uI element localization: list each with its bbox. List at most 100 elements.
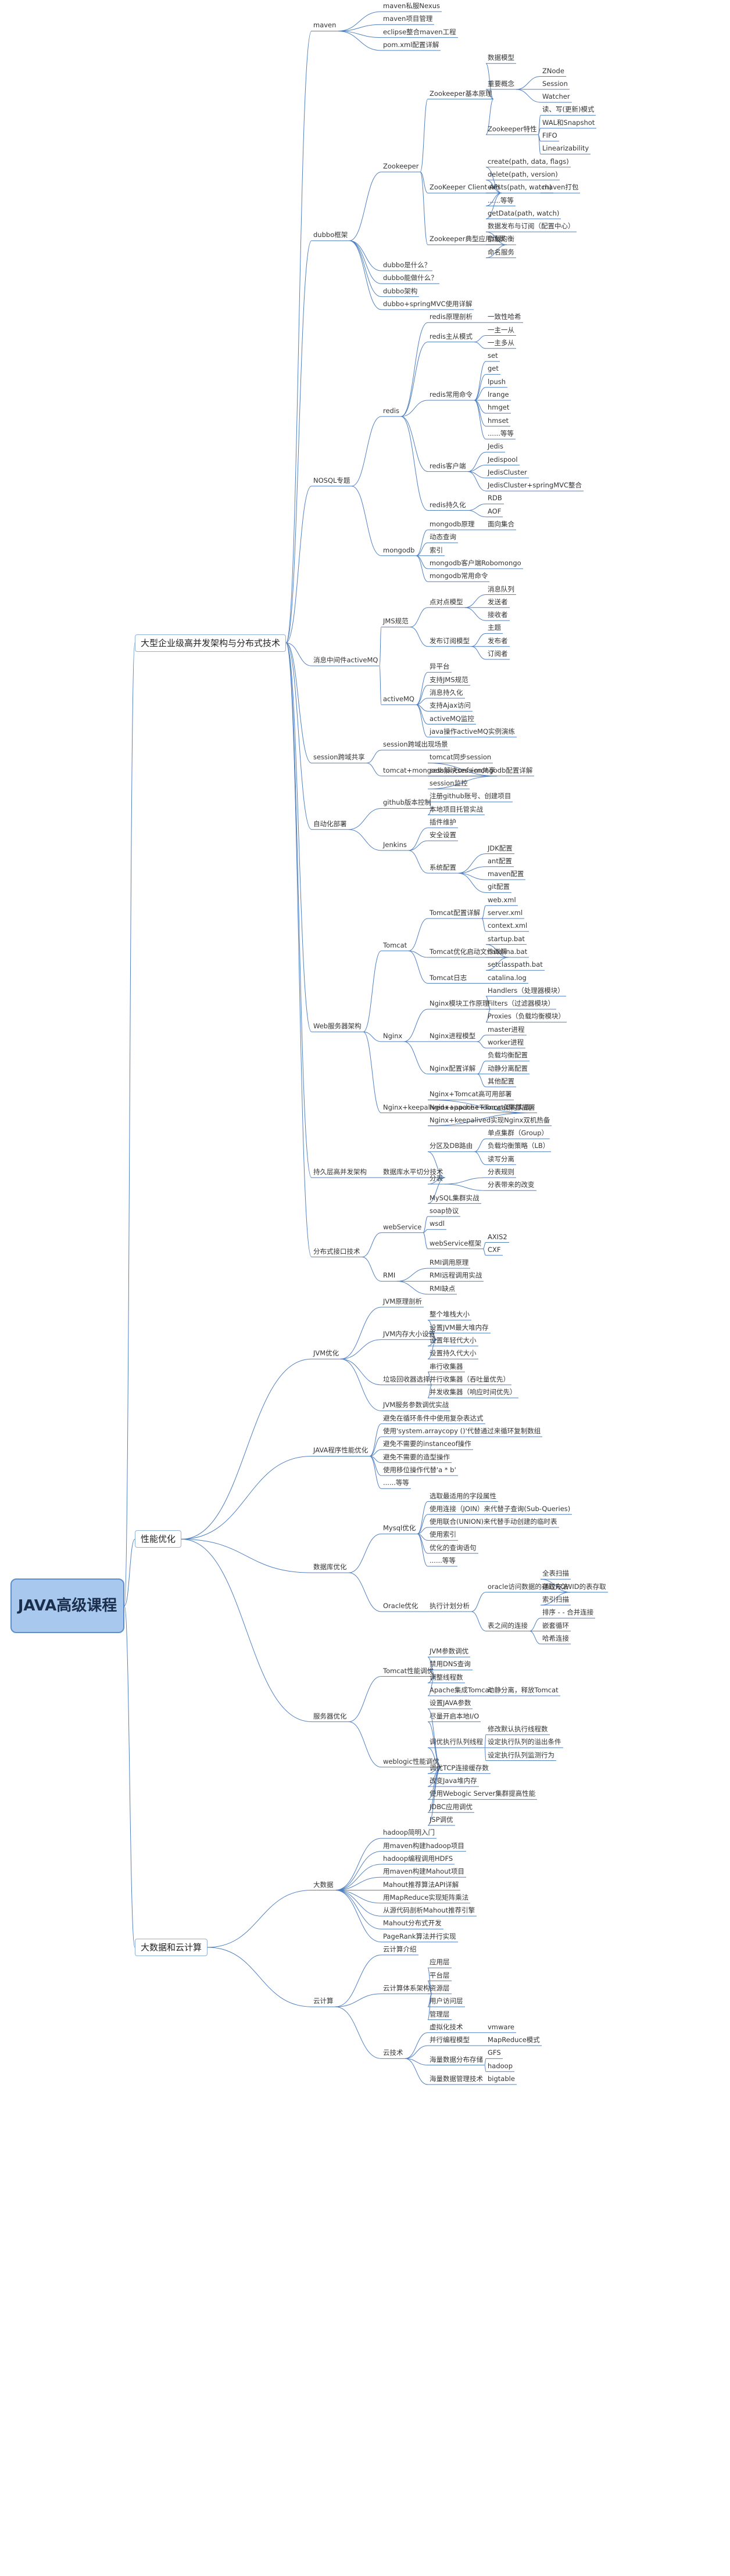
topic-node-32[interactable]: dubbo架构 xyxy=(383,286,418,295)
topic-node-102[interactable]: web.xml xyxy=(488,895,516,904)
topic-node-195[interactable]: 尽量开启本地I/O xyxy=(430,1712,479,1720)
topic-node-177[interactable]: 执行计划分析 xyxy=(430,1602,470,1610)
topic-node-143[interactable]: CXF xyxy=(488,1245,501,1254)
topic-node-19[interactable]: ZooKeeper Client API xyxy=(430,183,500,192)
topic-node-90[interactable]: 本地项目托管实战 xyxy=(430,805,483,813)
topic-node-54[interactable]: redis持久化 xyxy=(430,500,466,509)
topic-node-215[interactable]: PageRank算法并行实现 xyxy=(383,1932,456,1940)
topic-node-108[interactable]: setclasspath.bat xyxy=(488,960,543,969)
topic-node-133[interactable]: 分表 xyxy=(430,1174,443,1183)
topic-node-228[interactable]: MapReduce模式 xyxy=(488,2036,540,2044)
topic-node-183[interactable]: 排序 - - 合并连接 xyxy=(542,1608,594,1617)
topic-node-78[interactable]: 支持Ajax访问 xyxy=(430,701,471,710)
topic-node-7[interactable]: Zookeeper xyxy=(383,162,419,170)
topic-node-67[interactable]: 消息队列 xyxy=(488,584,514,593)
topic-node-185[interactable]: 哈希连接 xyxy=(542,1634,569,1642)
topic-node-147[interactable]: RMI缺点 xyxy=(430,1284,456,1293)
topic-node-15[interactable]: 读、写(更新)模式 xyxy=(542,105,595,114)
topic-node-193[interactable]: weblogic性能调优 xyxy=(383,1757,439,1766)
topic-node-30[interactable]: dubbo是什么？ xyxy=(383,261,431,269)
topic-node-23[interactable]: maven打包 xyxy=(542,183,579,192)
topic-node-138[interactable]: webService xyxy=(383,1222,422,1231)
topic-node-172[interactable]: 使用联合(UNION)来代替手动创建的临时表 xyxy=(430,1517,557,1526)
topic-node-176[interactable]: Oracle优化 xyxy=(383,1602,418,1610)
topic-node-124[interactable]: Nginx+Tomcat高可用部署 xyxy=(430,1090,512,1099)
topic-node-92[interactable]: 插件维护 xyxy=(430,817,456,826)
topic-node-35[interactable]: redis xyxy=(383,406,400,415)
topic-node-171[interactable]: 使用连接（JOIN）来代替子查询(Sub-Queries) xyxy=(430,1504,571,1513)
topic-node-157[interactable]: 串行收集器 xyxy=(430,1362,463,1370)
topic-node-118[interactable]: worker进程 xyxy=(488,1038,524,1046)
topic-node-154[interactable]: 设置年轻代大小 xyxy=(430,1336,477,1344)
topic-node-27[interactable]: 数据发布与订阅（配置中心） xyxy=(488,222,575,231)
topic-node-196[interactable]: 调优执行队列线程 xyxy=(430,1738,483,1746)
topic-node-47[interactable]: hmset xyxy=(488,416,509,425)
topic-node-79[interactable]: activeMQ监控 xyxy=(430,714,474,723)
topic-node-62[interactable]: mongodb客户端Robomongo xyxy=(430,558,521,567)
topic-node-137[interactable]: 分布式接口技术 xyxy=(313,1247,360,1255)
topic-node-141[interactable]: webService框架 xyxy=(430,1239,482,1247)
topic-node-188[interactable]: JVM参数调优 xyxy=(430,1647,469,1656)
topic-node-226[interactable]: vmware xyxy=(488,2022,515,2031)
topic-node-190[interactable]: 调整线程数 xyxy=(430,1673,463,1681)
topic-node-1[interactable]: maven xyxy=(313,21,337,30)
topic-node-166[interactable]: 使用移位操作代替'a * b' xyxy=(383,1465,456,1474)
topic-node-151[interactable]: JVM内存大小设置 xyxy=(383,1329,436,1338)
topic-node-182[interactable]: 表之间的连接 xyxy=(488,1621,528,1630)
topic-node-98[interactable]: git配置 xyxy=(488,882,510,891)
topic-node-132[interactable]: 读写分离 xyxy=(488,1154,514,1163)
topic-node-117[interactable]: master进程 xyxy=(488,1025,525,1034)
topic-node-127[interactable]: 持久层高并发架构 xyxy=(313,1168,367,1176)
topic-node-159[interactable]: 并发收集器（响应时间优先） xyxy=(430,1388,517,1397)
topic-node-232[interactable]: 海量数据管理技术 xyxy=(430,2075,483,2083)
topic-node-111[interactable]: Nginx xyxy=(383,1031,403,1040)
root-node[interactable]: JAVA高级课程 xyxy=(10,1578,124,1633)
topic-node-216[interactable]: 云计算 xyxy=(313,1997,334,2005)
topic-node-25[interactable]: getData(path, watch) xyxy=(488,209,560,217)
topic-node-85[interactable]: sessionconf+mongodb配置详解 xyxy=(430,766,533,774)
topic-node-221[interactable]: 资源层 xyxy=(430,1983,450,1992)
topic-node-225[interactable]: 虚拟化技术 xyxy=(430,2022,463,2031)
topic-node-144[interactable]: RMI xyxy=(383,1271,396,1280)
topic-node-220[interactable]: 平台层 xyxy=(430,1971,450,1979)
topic-node-38[interactable]: redis主从模式 xyxy=(430,332,473,340)
topic-node-40[interactable]: 一主多从 xyxy=(488,338,514,347)
topic-node-16[interactable]: WAL和Snapshot xyxy=(542,118,595,127)
topic-node-130[interactable]: 单点集群（Group） xyxy=(488,1129,549,1138)
topic-node-57[interactable]: mongodb xyxy=(383,546,415,554)
topic-node-213[interactable]: 从源代码剖析Mahout推荐引擎 xyxy=(383,1906,475,1915)
topic-node-37[interactable]: 一致性哈希 xyxy=(488,313,521,321)
topic-node-173[interactable]: 使用索引 xyxy=(430,1530,456,1539)
topic-node-18[interactable]: Linearizability xyxy=(542,144,589,153)
topic-node-59[interactable]: 面向集合 xyxy=(488,520,514,528)
topic-node-218[interactable]: 云计算体系架构 xyxy=(383,1983,430,1992)
topic-node-169[interactable]: Mysql优化 xyxy=(383,1524,416,1533)
topic-node-122[interactable]: 其他配置 xyxy=(488,1077,514,1085)
topic-node-105[interactable]: Tomcat优化启动文件详解 xyxy=(430,947,507,956)
topic-node-197[interactable]: 修改默认执行线程数 xyxy=(488,1724,548,1733)
topic-node-42[interactable]: set xyxy=(488,351,498,360)
topic-node-145[interactable]: RMI调用原理 xyxy=(430,1258,469,1267)
topic-node-13[interactable]: Watcher xyxy=(542,92,570,101)
topic-node-155[interactable]: 设置持久代大小 xyxy=(430,1349,477,1358)
topic-node-164[interactable]: 避免不需要的instanceof操作 xyxy=(383,1440,471,1448)
topic-node-60[interactable]: 动态查询 xyxy=(430,533,456,541)
topic-node-136[interactable]: MySQL集群实战 xyxy=(430,1193,479,1202)
topic-node-112[interactable]: Nginx模块工作原理 xyxy=(430,999,489,1008)
topic-node-73[interactable]: 订阅者 xyxy=(488,650,508,658)
topic-node-107[interactable]: catalina.bat xyxy=(488,947,528,956)
topic-node-201[interactable]: 改变Java堆内存 xyxy=(430,1777,477,1785)
topic-node-87[interactable]: 自动化部署 xyxy=(313,819,347,828)
topic-node-17[interactable]: FIFO xyxy=(542,131,557,139)
branch-node-205[interactable]: 大数据和云计算 xyxy=(135,1938,208,1956)
topic-node-93[interactable]: 安全设置 xyxy=(430,831,456,839)
topic-node-70[interactable]: 发布订阅模型 xyxy=(430,636,470,645)
topic-node-8[interactable]: Zookeeper基本原理 xyxy=(430,89,492,98)
topic-node-160[interactable]: JVM服务参数调优实战 xyxy=(383,1401,449,1409)
topic-node-140[interactable]: wsdl xyxy=(430,1219,445,1228)
topic-node-36[interactable]: redis原理剖析 xyxy=(430,313,473,321)
topic-node-55[interactable]: RDB xyxy=(488,494,502,503)
topic-node-178[interactable]: oracle访问数据的存取方法 xyxy=(488,1582,568,1591)
topic-node-48[interactable]: ......等等 xyxy=(488,429,514,437)
topic-node-41[interactable]: redis常用命令 xyxy=(430,390,473,399)
